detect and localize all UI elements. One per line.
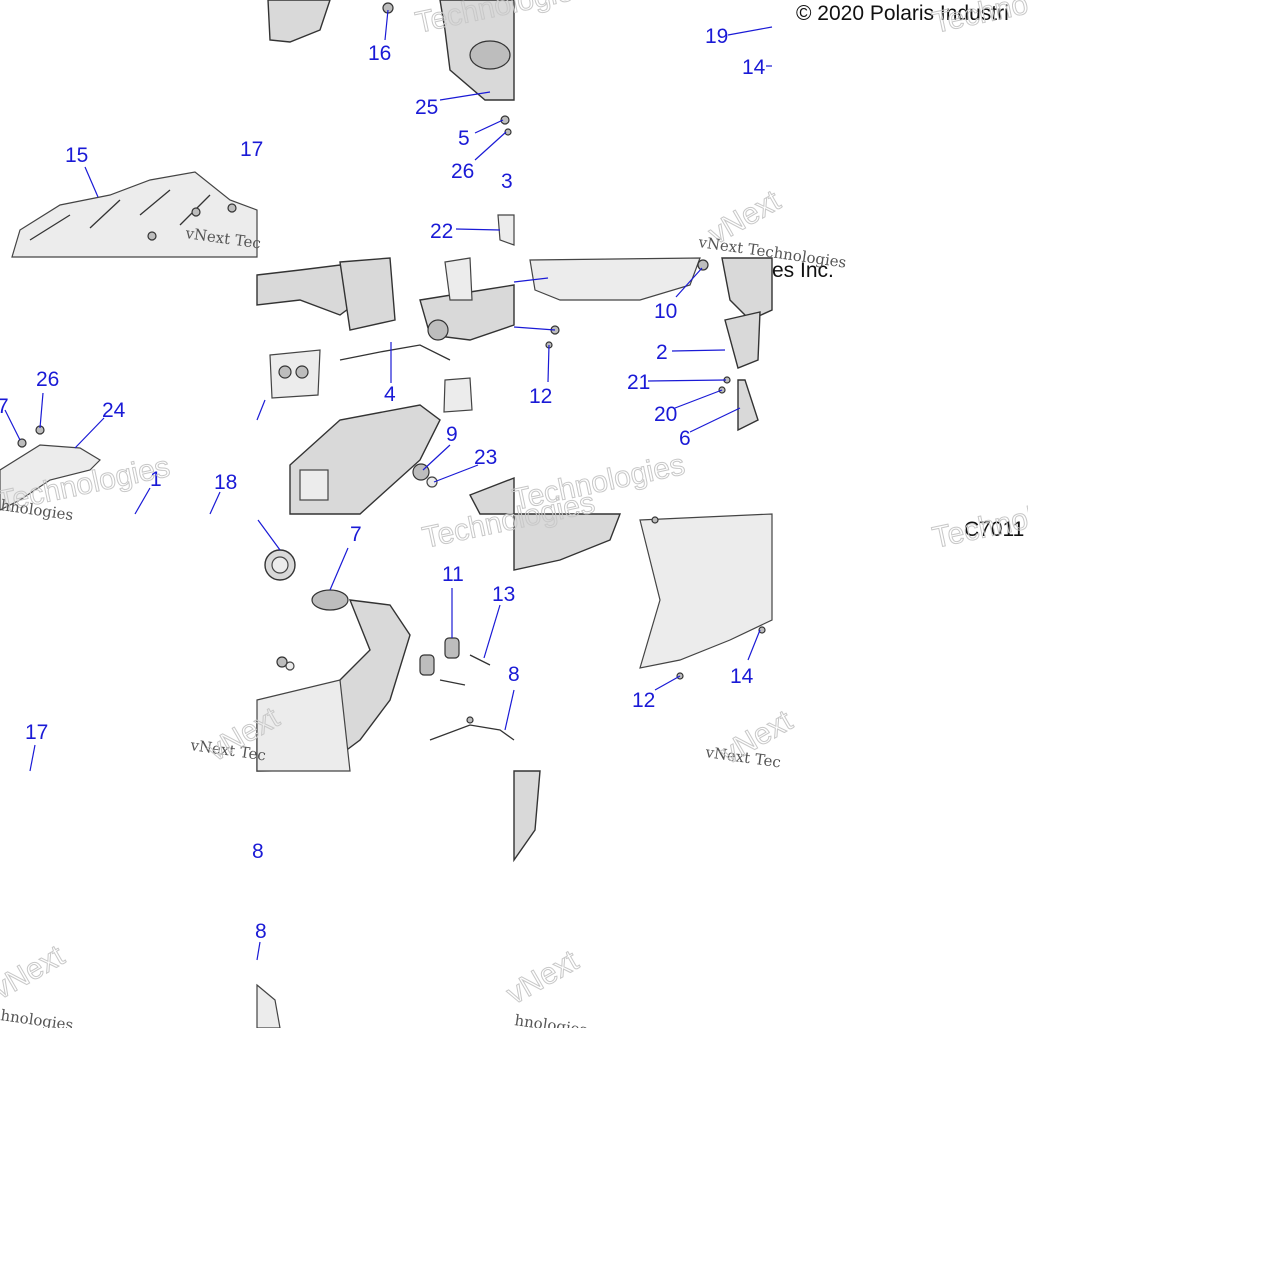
- callout-26: 26: [36, 368, 59, 391]
- callout-17: 17: [240, 138, 263, 161]
- callout-16: 16: [368, 42, 391, 65]
- callout-19: 19: [705, 25, 728, 48]
- callout-11: 11: [442, 563, 464, 586]
- callout-26: 26: [451, 160, 474, 183]
- callout-13: 13: [492, 583, 515, 606]
- partial-fragments-drawing: [256, 770, 541, 1029]
- exhaust-header-drawing: [267, 0, 515, 246]
- callout-24: 24: [102, 399, 126, 422]
- callout-15: 15: [65, 144, 88, 167]
- callout-8: 8: [255, 920, 267, 943]
- callout-23: 23: [474, 446, 497, 469]
- callout-12: 12: [529, 385, 552, 408]
- muffler-tip-drawing: [529, 257, 773, 432]
- callout-6: 6: [679, 427, 691, 450]
- callout-7: 7: [350, 523, 362, 546]
- callout-18: 18: [214, 471, 237, 494]
- watermark-large: Technologies: [510, 448, 688, 517]
- copyright-text-tail: es Inc.: [772, 259, 834, 282]
- callout-labels: 16 25 5 26 3 22 19 14 15 17 26 24 7 1 18…: [0, 25, 766, 943]
- callout-14: 14: [730, 665, 754, 688]
- callout-22: 22: [430, 220, 453, 243]
- callout-1: 1: [150, 468, 162, 491]
- diagram-code: C7011: [964, 518, 1024, 541]
- callout-2: 2: [656, 341, 668, 364]
- callout-10: 10: [654, 300, 677, 323]
- copyright-text: © 2020 Polaris Industri: [796, 2, 1009, 25]
- watermark-large: vNext: [501, 944, 584, 1011]
- leader-lines: [4, 9, 773, 961]
- callout-17: 17: [25, 721, 48, 744]
- callout-21: 21: [627, 371, 650, 394]
- callout-5: 5: [458, 127, 470, 150]
- callout-8: 8: [508, 663, 520, 686]
- callout-25: 25: [415, 96, 438, 119]
- callout-9: 9: [446, 423, 458, 446]
- callout-3: 3: [501, 170, 513, 193]
- heat-shield-15-drawing: [11, 171, 258, 258]
- callout-12: 12: [632, 689, 655, 712]
- diagram-meta: © 2020 Polaris Industri es Inc. C7011 93: [772, 2, 1024, 798]
- callout-20: 20: [654, 403, 677, 426]
- callout-8: 8: [252, 840, 264, 863]
- callout-14: 14: [742, 56, 766, 79]
- callout-4: 4: [384, 383, 396, 406]
- muffler-drawing: [256, 549, 515, 772]
- muffler-shell-drawing: [513, 513, 773, 680]
- callout-7: 7: [0, 395, 9, 418]
- manifold-assembly-drawing: [256, 257, 515, 515]
